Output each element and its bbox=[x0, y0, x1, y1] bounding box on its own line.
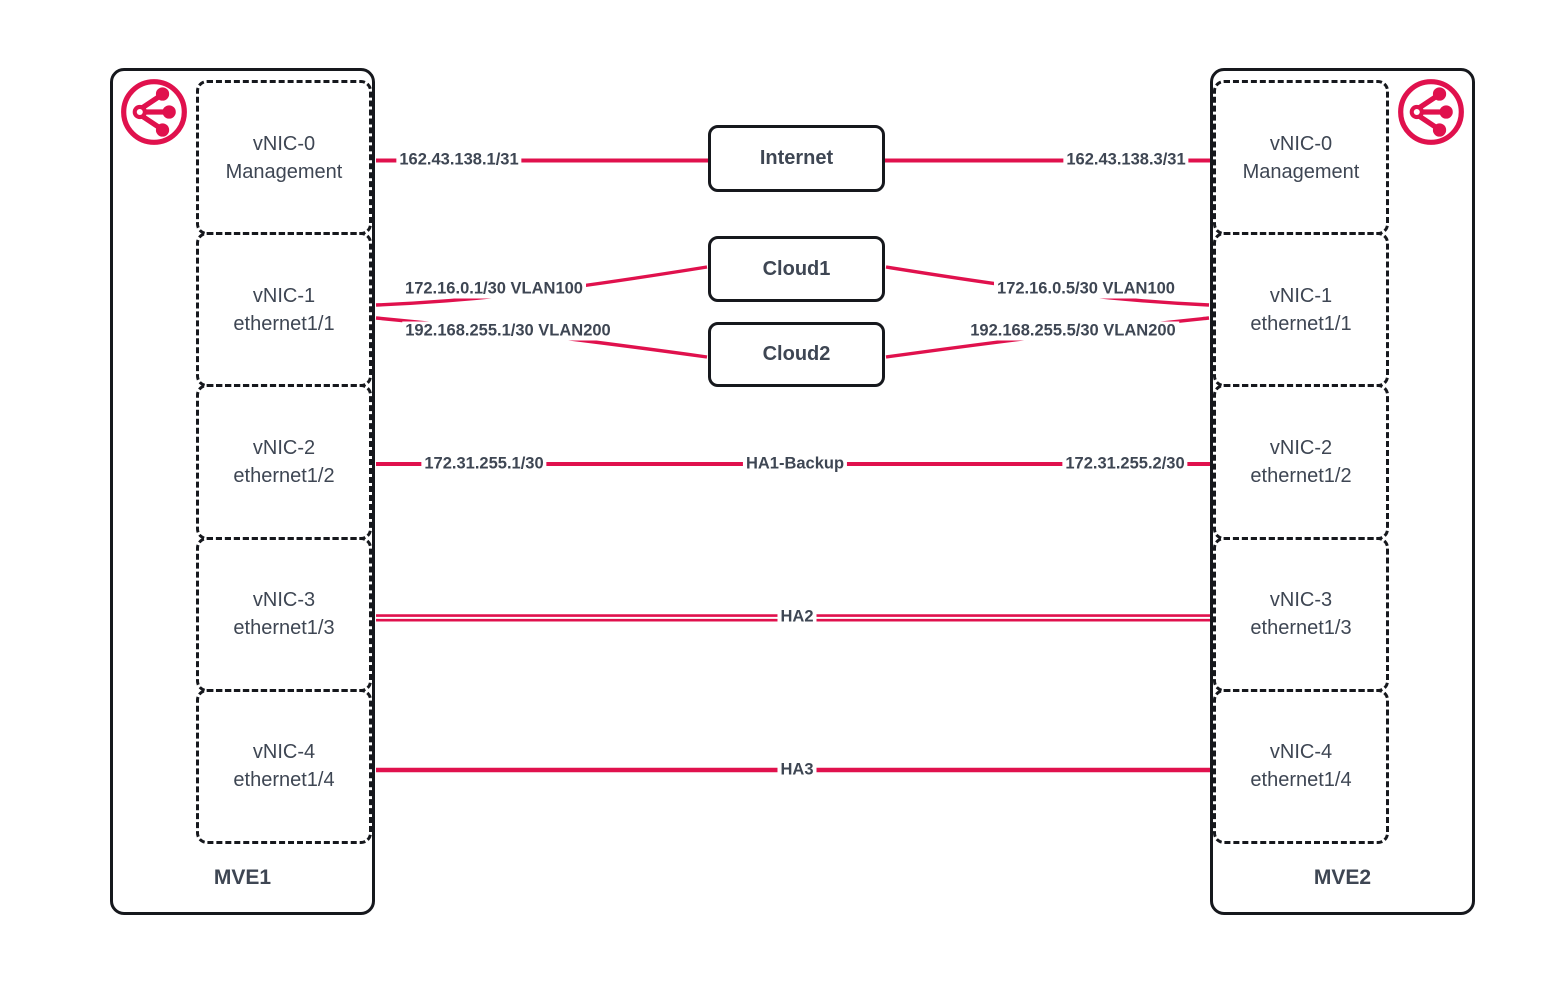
vnic-interface: ethernet1/2 bbox=[233, 465, 335, 487]
mve1-vnic-column: vNIC-0 Management vNIC-1 ethernet1/1 vNI… bbox=[196, 80, 372, 845]
internet-left-ip-label: 162.43.138.1/31 bbox=[396, 150, 522, 170]
vnic-name: vNIC-4 bbox=[1269, 741, 1333, 764]
vnic-name: vNIC-2 bbox=[1269, 437, 1333, 459]
mve1-vnic-3: vNIC-3 ethernet1/3 bbox=[196, 536, 372, 692]
cloud2-node: Cloud2 bbox=[708, 322, 885, 387]
mve1-vnic-1: vNIC-1 ethernet1/1 bbox=[196, 232, 372, 388]
vnic-interface: ethernet1/3 bbox=[233, 617, 335, 640]
mve1-vnic-4: vNIC-4 ethernet1/4 bbox=[196, 688, 372, 845]
vnic-name: vNIC-0 bbox=[252, 132, 316, 155]
vnic-name: vNIC-3 bbox=[1269, 589, 1333, 612]
mve2-label: MVE2 bbox=[1313, 866, 1372, 889]
ha1-left-ip-label: 172.31.255.1/30 bbox=[421, 454, 547, 474]
mve1-device: vNIC-0 Management vNIC-1 ethernet1/1 vNI… bbox=[110, 68, 375, 915]
internet-right-ip-label: 162.43.138.3/31 bbox=[1063, 150, 1189, 170]
cloud1-node: Cloud1 bbox=[708, 236, 885, 302]
vnic-name: vNIC-3 bbox=[252, 589, 316, 612]
mve2-vnic-1: vNIC-1 ethernet1/1 bbox=[1213, 232, 1389, 388]
mve2-vnic-column: vNIC-0 Management vNIC-1 ethernet1/1 vNI… bbox=[1213, 80, 1389, 845]
vnic-interface: ethernet1/4 bbox=[233, 769, 335, 792]
mve1-vnic-0: vNIC-0 Management bbox=[196, 80, 372, 236]
mve2-vnic-3: vNIC-3 ethernet1/3 bbox=[1213, 536, 1389, 692]
cloud2-node-label: Cloud2 bbox=[762, 343, 831, 365]
ha1-link-label: HA1-Backup bbox=[742, 454, 848, 474]
cloud2-right-ip-label: 192.168.255.5/30 VLAN200 bbox=[967, 321, 1179, 341]
cloud1-node-label: Cloud1 bbox=[762, 257, 831, 280]
cloud2-left-ip-label: 192.168.255.1/30 VLAN200 bbox=[402, 321, 614, 341]
vnic-interface: ethernet1/1 bbox=[1250, 312, 1352, 335]
vnic-interface: ethernet1/2 bbox=[1250, 465, 1352, 487]
mve1-vnic-2: vNIC-2 ethernet1/2 bbox=[196, 384, 372, 540]
mve2-vnic-4: vNIC-4 ethernet1/4 bbox=[1213, 688, 1389, 845]
mve1-label: MVE1 bbox=[213, 866, 272, 889]
vnic-interface: ethernet1/1 bbox=[233, 312, 335, 335]
network-node-icon bbox=[121, 79, 187, 145]
vnic-name: vNIC-1 bbox=[1269, 284, 1333, 307]
network-node-icon bbox=[1398, 79, 1464, 145]
ha3-link-label: HA3 bbox=[777, 760, 817, 780]
vnic-interface: Management bbox=[225, 160, 343, 183]
internet-node-label: Internet bbox=[759, 147, 834, 169]
mve2-vnic-2: vNIC-2 ethernet1/2 bbox=[1213, 384, 1389, 540]
vnic-name: vNIC-0 bbox=[1269, 132, 1333, 155]
vnic-name: vNIC-1 bbox=[252, 284, 316, 307]
vnic-interface: ethernet1/3 bbox=[1250, 617, 1352, 640]
vnic-name: vNIC-2 bbox=[252, 437, 316, 459]
mve2-vnic-0: vNIC-0 Management bbox=[1213, 80, 1389, 236]
mve2-device: vNIC-0 Management vNIC-1 ethernet1/1 vNI… bbox=[1210, 68, 1475, 915]
vnic-interface: ethernet1/4 bbox=[1250, 769, 1352, 792]
ha1-right-ip-label: 172.31.255.2/30 bbox=[1062, 454, 1188, 474]
vnic-name: vNIC-4 bbox=[252, 741, 316, 764]
internet-node: Internet bbox=[708, 125, 885, 192]
vnic-interface: Management bbox=[1242, 160, 1360, 183]
cloud1-right-ip-label: 172.16.0.5/30 VLAN100 bbox=[994, 279, 1178, 299]
cloud1-left-ip-label: 172.16.0.1/30 VLAN100 bbox=[402, 279, 586, 299]
ha2-link-label: HA2 bbox=[777, 607, 817, 627]
